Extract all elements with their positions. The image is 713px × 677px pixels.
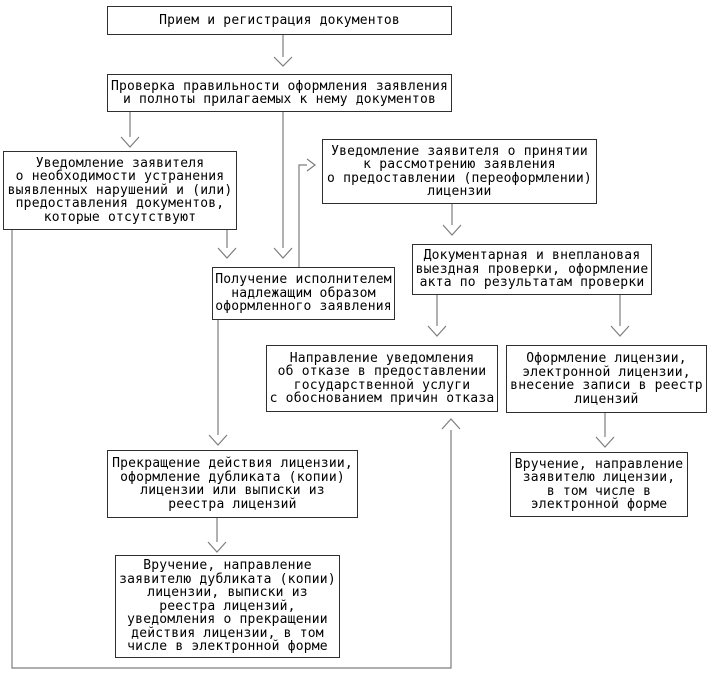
arrowhead-down-icon (207, 541, 227, 553)
node-license-issue-label: Оформление лицензии, электронной лицензи… (510, 351, 703, 407)
node-refusal-notice-label: Направление уведомления об отказе в пред… (269, 350, 495, 406)
arrowhead-down-icon (595, 436, 615, 448)
node-notify-violations: Уведомление заявителя о необходимости ус… (3, 151, 237, 230)
node-check: Проверка правильности оформления заявлен… (107, 74, 452, 112)
node-notify-acceptance-label: Уведомление заявителя о принятии к рассм… (327, 143, 592, 199)
arrowhead-down-icon (610, 325, 630, 337)
node-license-issue: Оформление лицензии, электронной лицензи… (506, 345, 707, 413)
node-reception: Прием и регистрация документов (107, 6, 452, 35)
node-executor-receipt-label: Получение исполнителем надлежащим образо… (215, 272, 392, 315)
arrowhead-down-icon (427, 325, 447, 337)
arrowhead-down-icon (442, 224, 462, 236)
node-duplicate-delivery-label: Вручение, направление заявителю дубликат… (119, 558, 336, 655)
node-documentary-check-label: Документарная и внеплановая выездная про… (415, 248, 649, 291)
arrowhead-down-icon (273, 56, 293, 67)
node-license-delivery-label: Вручение, направление заявителю лицензии… (514, 456, 684, 512)
node-executor-receipt: Получение исполнителем надлежащим образо… (212, 267, 395, 320)
connector-executor-receipt-to-notify-acceptance (298, 164, 307, 267)
node-reception-label: Прием и регистрация документов (159, 12, 400, 28)
node-notify-acceptance: Уведомление заявителя о принятии к рассм… (322, 139, 597, 204)
arrowhead-down-icon (217, 247, 237, 259)
arrowhead-down-icon (120, 136, 140, 148)
node-refusal-notice: Направление уведомления об отказе в пред… (266, 345, 498, 412)
node-notify-violations-label: Уведомление заявителя о необходимости ус… (7, 155, 233, 225)
arrowhead-down-icon (273, 247, 293, 259)
node-termination: Прекращение действия лицензии, оформлени… (107, 450, 358, 518)
node-termination-label: Прекращение действия лицензии, оформлени… (112, 456, 353, 512)
arrowhead-up-icon (441, 418, 461, 430)
node-documentary-check: Документарная и внеплановая выездная про… (412, 244, 652, 295)
node-check-label: Проверка правильности оформления заявлен… (110, 78, 449, 107)
arrowhead-down-icon (208, 434, 228, 446)
connector-notify-violations-to-refusal-notice-loop (11, 230, 452, 669)
node-duplicate-delivery: Вручение, направление заявителю дубликат… (115, 555, 340, 658)
node-license-delivery: Вручение, направление заявителю лицензии… (510, 452, 688, 517)
arrowhead-right-icon (306, 158, 316, 172)
